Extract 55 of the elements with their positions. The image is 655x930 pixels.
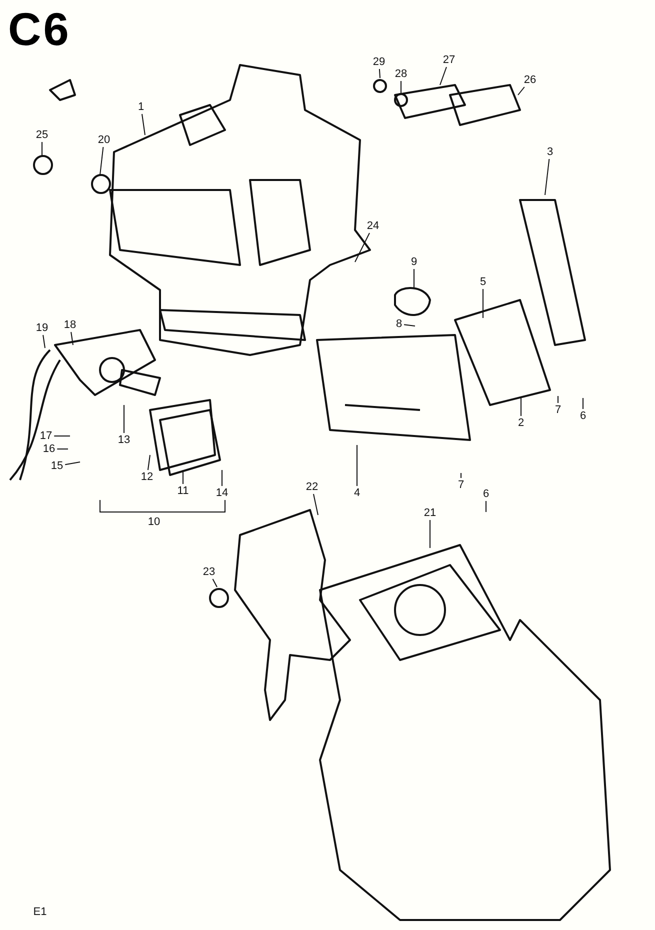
leader-line: [518, 86, 525, 96]
leader-line: [544, 158, 550, 196]
leader-line: [356, 444, 358, 486]
leader-line: [460, 472, 462, 478]
diagram-code: E1: [33, 906, 47, 918]
leader-line: [212, 578, 218, 588]
callout-number: 27: [442, 54, 456, 66]
callout-number: 15: [50, 460, 64, 472]
leader-line: [378, 68, 380, 78]
callout-number: 19: [34, 322, 50, 334]
leader-line: [400, 80, 402, 94]
leader-line: [142, 114, 146, 136]
callout-number: 1: [136, 101, 146, 113]
callout-number: 23: [202, 566, 216, 578]
leader-line: [100, 146, 104, 176]
callout-number: 12: [140, 471, 154, 483]
leader-line: [354, 232, 370, 262]
callout-number: 16: [42, 443, 56, 455]
part-number: 10: [148, 516, 160, 528]
callout-number: 13: [116, 434, 132, 446]
callout-number: 18: [62, 319, 78, 331]
callout-number: 24: [366, 220, 380, 232]
callout-number: 9: [410, 256, 418, 268]
leader-line: [42, 334, 46, 348]
callout-number: 7: [456, 479, 466, 491]
callout-number: 20: [96, 134, 112, 146]
callout-number: 3: [546, 146, 554, 158]
leader-line: [313, 494, 318, 516]
callout-number: 7: [554, 404, 562, 416]
callout-number: 22: [304, 481, 320, 493]
callout-number: 11: [176, 485, 190, 497]
callout-number: 26: [522, 74, 538, 86]
leader-line: [147, 454, 150, 470]
callout-number: 25: [34, 129, 50, 141]
callout-number: 21: [422, 507, 438, 519]
leader-line: [70, 332, 74, 346]
callout-number: 5: [478, 276, 488, 288]
callout-number: 8: [394, 318, 404, 330]
diagram-title: C6: [8, 4, 71, 54]
leader-line: [482, 288, 484, 318]
leader-line: [520, 398, 522, 416]
leader-line: [64, 462, 80, 466]
callout-number: 14: [214, 487, 230, 499]
leader-line: [182, 470, 184, 484]
leader-line: [404, 324, 416, 326]
callout-number: 6: [578, 410, 588, 422]
callout-number: 17: [38, 430, 54, 442]
callout-number: 6: [482, 488, 490, 500]
callout-number: 2: [516, 417, 526, 429]
leader-line: [582, 398, 584, 410]
callout-number: 28: [394, 68, 408, 80]
leader-line: [56, 448, 68, 450]
callout-number: 29: [372, 56, 386, 68]
callout-number: 4: [352, 487, 362, 499]
leader-line: [440, 66, 447, 86]
